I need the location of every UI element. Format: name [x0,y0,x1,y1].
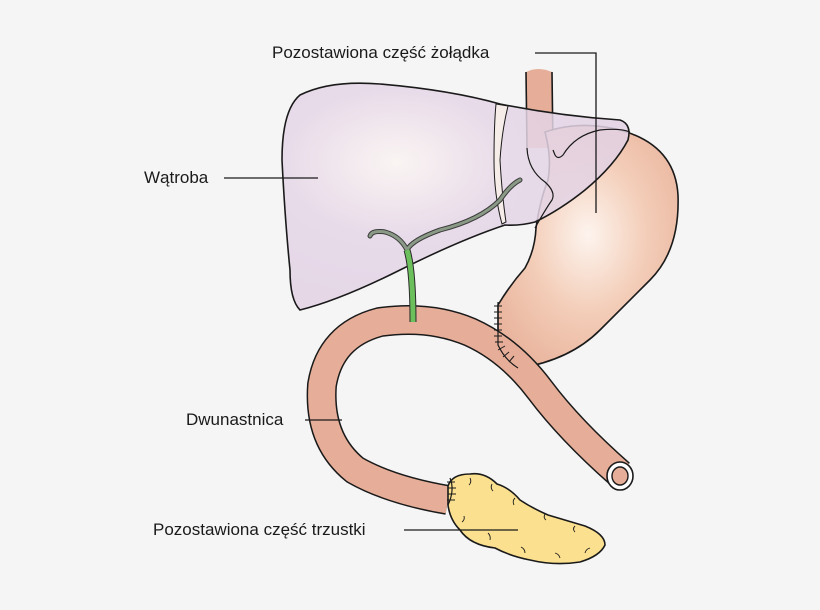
falciform-ligament [493,103,509,225]
label-duodenum: Dwunastnica [186,410,284,429]
stomach [497,124,679,369]
label-stomach: Pozostawiona część żołądka [272,43,490,62]
leader-stomach [535,52,597,213]
suture-gastric [497,302,519,369]
suture-pancreatic [447,477,453,506]
label-pancreas: Pozostawiona część trzustki [153,520,366,539]
liver [281,82,630,311]
pancreas [447,472,606,565]
label-liver: Wątroba [144,168,209,187]
